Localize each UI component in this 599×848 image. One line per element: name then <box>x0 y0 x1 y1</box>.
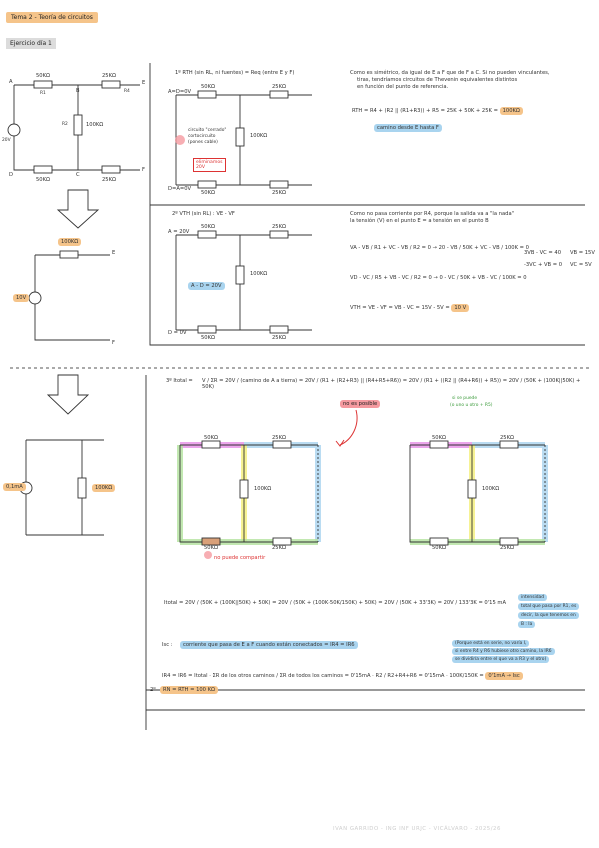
system-eq-2: -3VC + VB = 0 <box>524 262 563 268</box>
isc-note-3: se dividiría entre el que va a R3 y el o… <box>452 656 550 664</box>
step1-nodes2: D=A=0V <box>168 186 192 192</box>
ad-voltage-label: A - D = 20V <box>188 282 225 291</box>
r2-value: 100KΩ <box>86 122 104 128</box>
step3b-r6: 25KΩ <box>500 545 514 551</box>
itotal-calc: Itotal = 20V / (50K + (100K||50K) + 50K)… <box>164 600 507 606</box>
step2-r3: 25KΩ <box>272 224 286 230</box>
r3-value: 25KΩ <box>102 73 116 79</box>
step1-note-3: en función del punto de referencia. <box>357 84 449 90</box>
source-20v: 20V <box>2 138 11 143</box>
step3-formula: V / ΣR = 20V / (camino de A a tierra) = … <box>202 378 581 391</box>
thevenin-e: E <box>112 250 116 256</box>
step1-r6: 25KΩ <box>272 190 286 196</box>
step2-heading: 2º VTH (sin RL) : VE - VF <box>172 211 235 217</box>
short-label-2: cortocircuito <box>188 134 216 139</box>
exercise-label: Ejercicio día 1 <box>6 38 56 49</box>
footer-credit: IVAN GARRIDO - ING INF URJC - VICÁLVARO … <box>333 826 501 832</box>
node-c: C <box>76 172 80 178</box>
step1-r1: 50KΩ <box>201 84 215 90</box>
step2-node-d: D = 0V <box>168 330 187 336</box>
step2-r2: 100KΩ <box>250 271 268 277</box>
step1-r5: 50KΩ <box>201 190 215 196</box>
step2-eq-2: VD - VC / R5 + VB - VC / R2 = 0 → 0 - VC… <box>350 275 527 281</box>
isc-text: corriente que pasa de E a F cuando están… <box>180 641 358 650</box>
step3-r1: 50KΩ <box>204 435 218 441</box>
thevenin-r: 100KΩ <box>58 238 82 247</box>
r6-value: 25KΩ <box>102 177 116 183</box>
step2-note-2: la tensión (V) en el punto E = a tensión… <box>350 218 489 224</box>
step3-r6: 25KΩ <box>272 545 286 551</box>
step1-nodes: A=D=0V <box>168 89 192 95</box>
node-b: B <box>76 88 80 94</box>
step3-r2: 100KΩ <box>254 486 272 492</box>
norton-r: 100KΩ <box>92 484 116 493</box>
step2-formula: VTH = VE - VF = VB - VC = 15V - 5V = 10 … <box>350 304 470 312</box>
node-e: E <box>142 80 146 86</box>
step2-r6: 25KΩ <box>272 335 286 341</box>
step3-heading: 3º Itotal = <box>166 378 193 384</box>
r4-name: R4 <box>124 89 130 94</box>
r5-value: 50KΩ <box>36 177 50 183</box>
step1-formula: RTH = R4 + (R2 || (R1+R3)) + R5 = 25K + … <box>352 107 523 115</box>
node-d: D <box>9 172 13 178</box>
step2-eq-1: VA - VB / R1 + VC - VB / R2 = 0 → 20 - V… <box>350 245 529 251</box>
calc-note-4: B : Ia <box>518 621 536 629</box>
step3b-r2: 100KΩ <box>482 486 500 492</box>
solution-vb: VB = 15V <box>570 250 595 256</box>
step2-r1: 50KΩ <box>201 224 215 230</box>
step3-r3: 25KΩ <box>272 435 286 441</box>
node-a: A <box>9 79 13 85</box>
isc-note-2: si entre R4 y R6 hubiese otro camino, la… <box>452 648 555 656</box>
short-label-3: (pones cable) <box>188 140 218 145</box>
step4-heading: 2º <box>150 687 156 693</box>
step1-note-1: Como es simétrico, da igual de E a F que… <box>350 70 550 76</box>
system-eq-1: 3VB - VC = 40 <box>524 250 561 256</box>
node-f: F <box>142 167 145 173</box>
r2-name: R2 <box>62 122 68 127</box>
r1-value: 50KΩ <box>36 73 50 79</box>
step2-node-a: A = 20V <box>168 229 190 235</box>
step2-r5: 50KΩ <box>201 335 215 341</box>
short-label-1: circuito "cerrado" <box>188 128 227 133</box>
step4-text: RN = RTH = 100 KΩ <box>160 686 218 695</box>
calc-note-1: intensidad <box>518 594 547 602</box>
r1-name: R1 <box>40 91 46 96</box>
calc-note-3: decir, la que tenemos en <box>518 612 579 620</box>
step3b-r3: 25KΩ <box>500 435 514 441</box>
step1-r3: 25KΩ <box>272 84 286 90</box>
isc-label: Isc : <box>162 642 173 648</box>
series-note-1: si se puede <box>452 396 478 401</box>
thevenin-f: F <box>112 340 115 346</box>
solution-vc: VC = 5V <box>570 262 592 268</box>
not-possible-label: no es posible <box>340 400 381 409</box>
step3b-r5: 50KΩ <box>432 545 446 551</box>
step2-note-1: Como no pasa corriente por R4, porque la… <box>350 211 515 217</box>
step3b-r1: 50KΩ <box>432 435 446 441</box>
thevenin-source: 10V <box>13 294 30 303</box>
page-title: Tema 2 - Teoría de circuitos <box>6 12 98 23</box>
step1-note-2: tiras, tendríamos circuitos de Thevenin … <box>357 77 518 83</box>
calc-note-2: total que pasa por R1, es <box>518 603 580 611</box>
norton-source: 0,1mA <box>3 483 26 492</box>
isc-note-1: (Porque está en serie, no varía I, <box>452 640 530 648</box>
not-share-label: no puede compartir <box>214 555 266 561</box>
step3-r5: 50KΩ <box>204 545 218 551</box>
series-note-2: (o uno u otro + R5) <box>450 403 493 408</box>
step1-r2: 100KΩ <box>250 133 268 139</box>
current-equation: IR4 = IR6 = Itotal · ΣR de los otros cam… <box>162 672 523 680</box>
step1-heading: 1º RTH (sin RL, ni fuentes) = Req (entre… <box>175 70 295 76</box>
step1-caption: camino desde E hasta F <box>374 124 442 133</box>
